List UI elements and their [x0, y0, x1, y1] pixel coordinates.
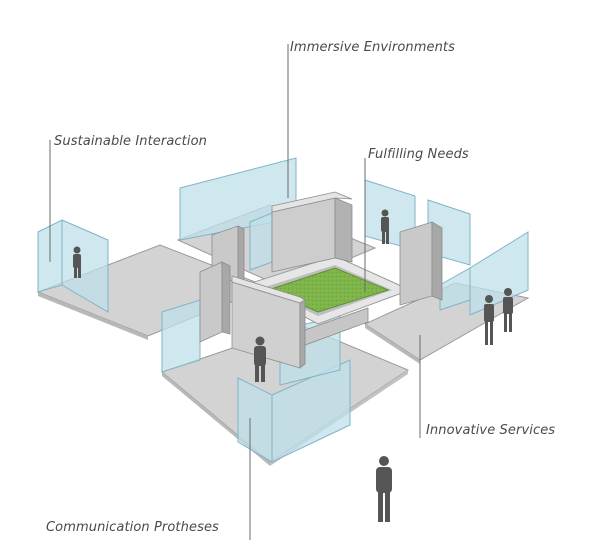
callout-leaders — [49, 44, 421, 540]
label-fulfilling-needs: Fulfilling Needs — [368, 147, 469, 162]
label-sustainable-interaction: Sustainable Interaction — [54, 134, 207, 149]
person-icon — [381, 209, 389, 244]
label-immersive-environments: Immersive Environments — [290, 40, 455, 55]
person-icon — [503, 288, 513, 332]
person-icon — [73, 246, 81, 278]
wall-blocks — [199, 191, 443, 369]
person-icon — [376, 456, 392, 522]
label-communication-protheses: Communication Protheses — [46, 520, 219, 535]
people-figures — [73, 209, 513, 522]
label-innovative-services: Innovative Services — [426, 423, 556, 438]
person-icon — [484, 295, 494, 345]
person-icon — [254, 336, 266, 382]
